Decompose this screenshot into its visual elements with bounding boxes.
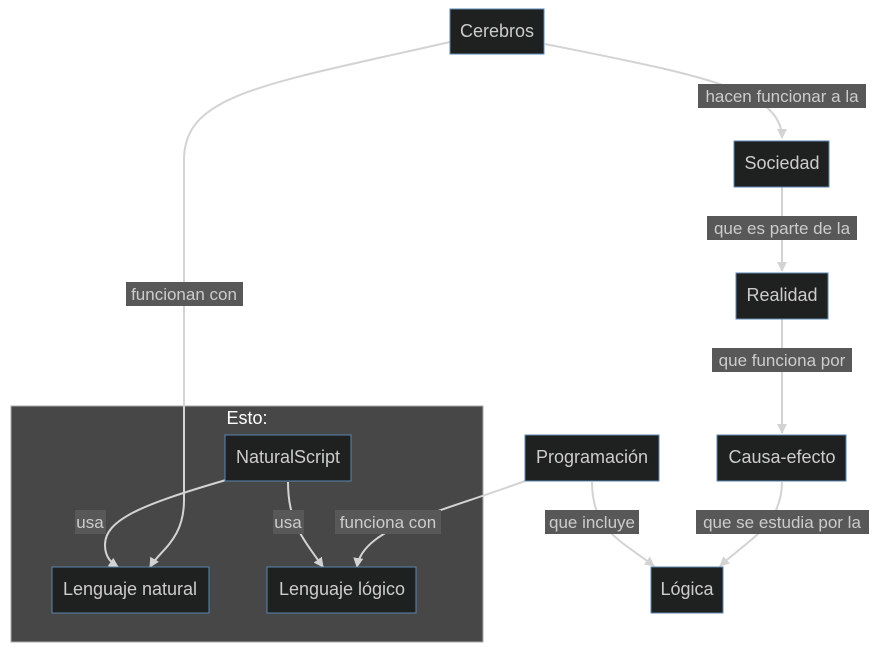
edge-naturalscript-lenguaje-natural	[103, 479, 227, 568]
cluster-title: Esto:	[226, 408, 267, 428]
edge-label-realidad-causa: que funciona por	[712, 348, 852, 372]
svg-text:hacen funcionar a la: hacen funcionar a la	[705, 87, 859, 106]
edge-label-naturalscript-lenguaje-natural: usa	[75, 510, 106, 534]
edge-label-programacion-logica: que incluye	[545, 510, 639, 534]
svg-text:que incluye: que incluye	[549, 513, 635, 532]
node-lenguaje-logico[interactable]: Lenguaje lógico	[266, 566, 417, 614]
svg-text:que se estudia por la: que se estudia por la	[703, 513, 861, 532]
edge-cerebros-lenguaje-natural	[149, 41, 451, 568]
edge-label-sociedad-realidad: que es parte de la	[707, 216, 857, 240]
node-programacion[interactable]: Programación	[524, 434, 660, 482]
node-naturalscript-label: NaturalScript	[236, 447, 340, 467]
edge-label-naturalscript-lenguaje-logico: usa	[273, 510, 304, 534]
node-cerebros-label: Cerebros	[460, 21, 534, 41]
node-realidad-label: Realidad	[746, 285, 817, 305]
edge-label-cerebros-sociedad: hacen funcionar a la	[698, 84, 866, 108]
node-realidad[interactable]: Realidad	[735, 272, 829, 320]
node-naturalscript[interactable]: NaturalScript	[224, 434, 352, 482]
node-logica-label: Lógica	[660, 579, 714, 599]
svg-text:usa: usa	[76, 513, 104, 532]
edge-labels: hacen funcionar a la que es parte de la …	[75, 84, 869, 534]
node-causa-efecto[interactable]: Causa-efecto	[716, 434, 847, 482]
edge-label-causa-logica: que se estudia por la	[696, 510, 869, 534]
node-logica[interactable]: Lógica	[650, 566, 724, 614]
node-lenguaje-natural[interactable]: Lenguaje natural	[51, 566, 210, 614]
node-sociedad[interactable]: Sociedad	[733, 140, 830, 188]
edge-label-programacion-lenguaje-logico: funciona con	[335, 510, 441, 534]
nodes: Cerebros Sociedad Realidad Causa-efecto …	[51, 8, 847, 614]
edge-label-cerebros-lenguaje-natural: funcionan con	[126, 282, 243, 306]
node-programacion-label: Programación	[536, 447, 648, 467]
svg-text:funcionan con: funcionan con	[131, 285, 237, 304]
edges	[103, 41, 787, 568]
node-sociedad-label: Sociedad	[744, 153, 819, 173]
svg-text:que es parte de la: que es parte de la	[714, 219, 851, 238]
node-lenguaje-natural-label: Lenguaje natural	[63, 579, 197, 599]
svg-text:que funciona por: que funciona por	[719, 351, 846, 370]
svg-text:usa: usa	[274, 513, 302, 532]
node-lenguaje-logico-label: Lenguaje lógico	[279, 579, 405, 599]
svg-text:funciona con: funciona con	[340, 513, 436, 532]
node-cerebros[interactable]: Cerebros	[449, 8, 545, 55]
node-causa-efecto-label: Causa-efecto	[728, 447, 835, 467]
